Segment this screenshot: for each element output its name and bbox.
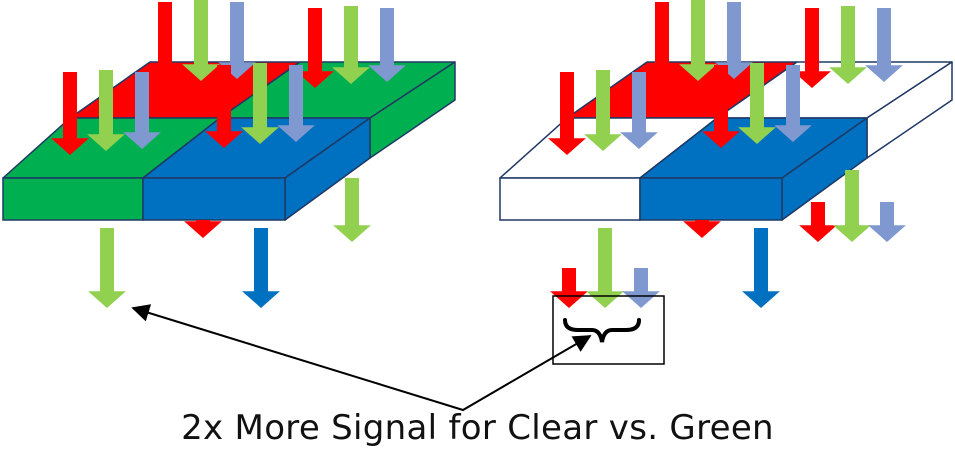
panel-2-back-right-red-light-arrow: [793, 8, 831, 88]
right-back-blue-output-arrow: [868, 202, 906, 242]
panel-1-front-right-blue-light-arrow: [277, 65, 315, 142]
panel-1-back-right-red-light-arrow: [296, 8, 334, 88]
panel-2-back-left-green-light-arrow: [679, 0, 717, 81]
panel-2-front-right-blue-light-arrow: [774, 65, 812, 142]
panel-2-front-right-green-light-arrow: [738, 63, 776, 144]
panel-2-front-right-red-light-arrow: [702, 65, 740, 148]
panel-1-front-right-green-light-arrow: [241, 63, 279, 144]
panel-1-front-right-red-light-arrow: [205, 65, 243, 148]
panel-1-back-left-blue-light-arrow: [218, 2, 256, 79]
comparison-connector-arrow: [131, 304, 592, 412]
right-front-red-output-arrow: [683, 220, 721, 238]
left-green-output-arrow: [88, 228, 126, 308]
right-blue-output-arrow: [622, 268, 660, 308]
right-blue-transmitted-arrow: [742, 228, 780, 308]
right-back-red-output-arrow: [799, 202, 837, 242]
left-back-green-output-arrow: [333, 178, 371, 242]
left-blue-output-arrow: [242, 228, 280, 308]
panel-1-back-right-green-light-arrow: [332, 6, 370, 84]
panel-2-back-right-green-light-arrow: [829, 6, 867, 84]
comparison-annotation: [131, 295, 665, 412]
panel-1-front-left-red-light-arrow: [51, 72, 89, 155]
panel-2-front-right-face: [639, 177, 783, 221]
right-green-output-arrow: [586, 228, 624, 308]
right-red-output-arrow: [550, 268, 588, 308]
panel-1-back-left-red-light-arrow: [146, 2, 184, 85]
clear-filter-panel: [499, 0, 953, 308]
panel-1-front-left-green-light-arrow: [87, 70, 125, 151]
panel-1-back-left-green-light-arrow: [182, 0, 220, 81]
panel-2-front-left-green-light-arrow: [584, 70, 622, 151]
panel-1-front-left-face: [2, 177, 144, 221]
panel-1-back-right-blue-light-arrow: [368, 8, 406, 82]
panel-2-front-left-blue-light-arrow: [620, 72, 658, 149]
right-back-green-output-arrow: [833, 170, 871, 242]
panel-2-front-left-face: [499, 177, 641, 221]
panel-2-back-right-blue-light-arrow: [865, 8, 903, 82]
panel-2-back-left-blue-light-arrow: [715, 2, 753, 79]
panel-2-front-left-red-light-arrow: [548, 72, 586, 155]
rgb-filter-panel: [2, 0, 456, 308]
brace-icon: [563, 318, 641, 343]
comparison-caption: 2x More Signal for Clear vs. Green: [181, 408, 774, 448]
panel-1-front-left-blue-light-arrow: [123, 72, 161, 149]
panel-2-back-left-red-light-arrow: [643, 2, 681, 85]
left-red-output-arrow: [184, 220, 222, 238]
panel-1-front-right-face: [142, 177, 286, 221]
